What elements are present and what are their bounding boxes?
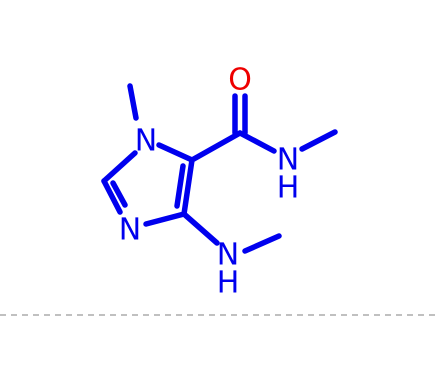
- atom-n-ring-1: N: [135, 124, 157, 159]
- bond-c2-n3-inner: [110, 180, 128, 208]
- atom-n-ring-3: N: [119, 213, 141, 248]
- bond-carbonyl-n-amide: [237, 130, 277, 154]
- atom-h-amine: H: [217, 266, 240, 301]
- atom-h-amide: H: [277, 171, 300, 206]
- bond-n1-methyl: [127, 83, 139, 121]
- atom-o-carbonyl: O: [228, 63, 252, 98]
- bond-n1-c5: [156, 142, 195, 163]
- bond-c5-carbonyl: [189, 130, 243, 163]
- bond-c4-n-amine: [181, 211, 220, 246]
- bond-n-amine-methyl: [242, 233, 282, 254]
- bond-c4-c5-inner: [174, 163, 186, 209]
- atom-label-layer: O N N H N N H: [119, 63, 300, 301]
- bond-layer: [101, 83, 338, 254]
- bond-n1-c2: [101, 150, 138, 184]
- bond-c4-c5: [181, 157, 195, 217]
- bond-c2-n3: [101, 178, 123, 215]
- atom-n-amine: N: [217, 238, 239, 273]
- bond-n3-c4: [143, 211, 187, 227]
- atom-n-amide: N: [277, 143, 299, 178]
- bond-n-amide-methyl: [299, 129, 338, 152]
